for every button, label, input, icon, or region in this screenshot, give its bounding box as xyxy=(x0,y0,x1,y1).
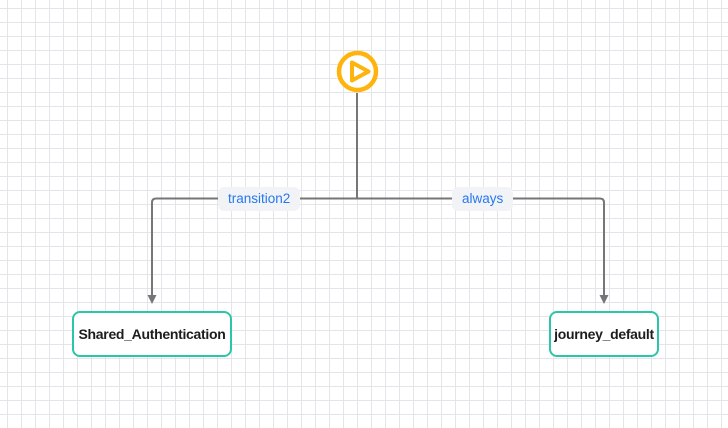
edge-transition2 xyxy=(151,93,358,295)
node-label: journey_default xyxy=(554,326,654,342)
node-journey-default[interactable]: journey_default xyxy=(549,311,659,357)
edge-label-transition2: transition2 xyxy=(218,187,301,211)
node-shared-authentication[interactable]: Shared_Authentication xyxy=(72,311,232,357)
start-node[interactable] xyxy=(336,50,379,93)
edge-always xyxy=(356,93,605,295)
play-icon xyxy=(350,60,371,83)
arrowhead-transition2-icon xyxy=(147,295,157,304)
edge-label-always: always xyxy=(452,187,514,211)
arrowhead-always-icon xyxy=(599,295,609,304)
node-label: Shared_Authentication xyxy=(78,326,226,342)
